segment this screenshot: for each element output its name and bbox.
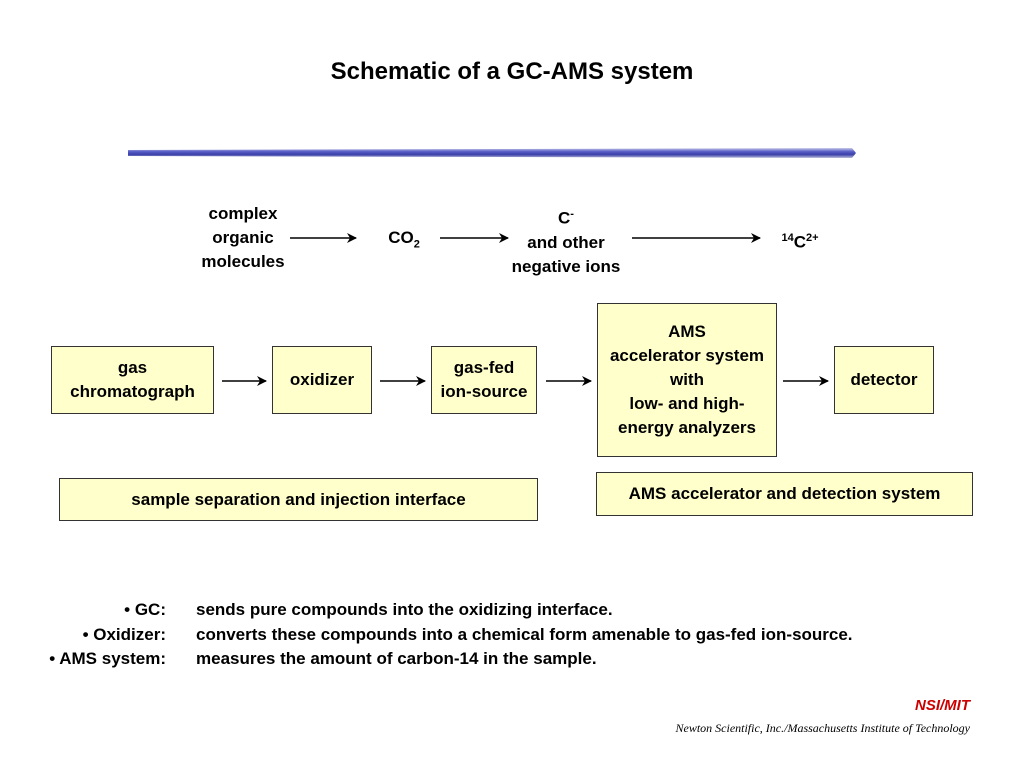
bullet-text-oxidizer: converts these compounds into a chemical… bbox=[196, 625, 853, 644]
gc-line2: chromatograph bbox=[70, 382, 195, 401]
chem-c14-mass: 14 bbox=[781, 232, 794, 244]
chem-c-superscript: - bbox=[570, 208, 574, 220]
chem-step1-line1: complex bbox=[208, 204, 278, 223]
group-left-label: sample separation and injection interfac… bbox=[131, 489, 466, 509]
title-divider bbox=[128, 148, 856, 158]
box-oxidizer: oxidizer bbox=[272, 346, 372, 414]
ams-line2: accelerator system bbox=[609, 346, 765, 365]
bullet-label-gc: • GC: bbox=[124, 600, 166, 619]
chem-co2-base: CO bbox=[388, 228, 414, 247]
ams-line1: AMS bbox=[668, 322, 706, 341]
chem-carbon14-ion: 14C2+ bbox=[768, 226, 832, 255]
detector-label: detector bbox=[850, 370, 918, 389]
gc-line1: gas bbox=[117, 358, 148, 377]
box-sample-interface: sample separation and injection interfac… bbox=[59, 478, 538, 521]
bullet-gc-label-text: GC: bbox=[134, 600, 166, 619]
slide-title: Schematic of a GC-AMS system bbox=[330, 58, 694, 85]
bullet-ams-label-text: AMS system: bbox=[59, 649, 166, 668]
chem-c14-base: C bbox=[793, 232, 806, 252]
chem-c-base: C bbox=[558, 208, 571, 228]
bullet-label-oxidizer: • Oxidizer: bbox=[82, 625, 166, 644]
chem-c-minus: C- bbox=[496, 202, 636, 231]
chem-c14-charge: 2+ bbox=[805, 232, 819, 244]
chem-co2: CO2 bbox=[376, 226, 432, 256]
box-ams-accelerator: AMS accelerator system with low- and hig… bbox=[597, 303, 777, 457]
bullet-text-ams: measures the amount of carbon-14 in the … bbox=[196, 649, 597, 668]
bullet-text-gc: sends pure compounds into the oxidizing … bbox=[196, 600, 613, 619]
chem-step3-line3: negative ions bbox=[511, 256, 621, 276]
box-gas-chromatograph: gas chromatograph bbox=[51, 346, 214, 414]
group-right-label: AMS accelerator and detection system bbox=[628, 484, 941, 503]
chem-step3-line2: and other bbox=[527, 232, 605, 252]
box-ion-source: gas-fed ion-source bbox=[431, 346, 537, 414]
bullet-label-ams: • AMS system: bbox=[49, 649, 166, 668]
box-detector: detector bbox=[834, 346, 934, 414]
ams-line4: low- and high- bbox=[629, 394, 745, 413]
bullet-oxidizer-label-text: Oxidizer: bbox=[93, 625, 166, 644]
ams-line3: with bbox=[669, 370, 704, 389]
oxidizer-label: oxidizer bbox=[289, 370, 355, 389]
footer-credit: Newton Scientific, Inc./Massachusetts In… bbox=[675, 721, 970, 735]
box-ams-detection-system: AMS accelerator and detection system bbox=[596, 472, 973, 516]
ion-source-line1: gas-fed bbox=[453, 358, 515, 377]
chem-negative-ions: C- and other negative ions bbox=[496, 202, 636, 279]
chem-step1-line2: organic bbox=[212, 228, 274, 247]
chem-complex-molecules: complex organic molecules bbox=[184, 202, 302, 274]
chem-step1-line3: molecules bbox=[201, 252, 285, 271]
ams-line5: energy analyzers bbox=[618, 418, 756, 437]
ion-source-line2: ion-source bbox=[440, 382, 528, 401]
nsi-mit-logo: NSI/MIT bbox=[915, 697, 970, 714]
chem-co2-subscript: 2 bbox=[413, 238, 420, 251]
